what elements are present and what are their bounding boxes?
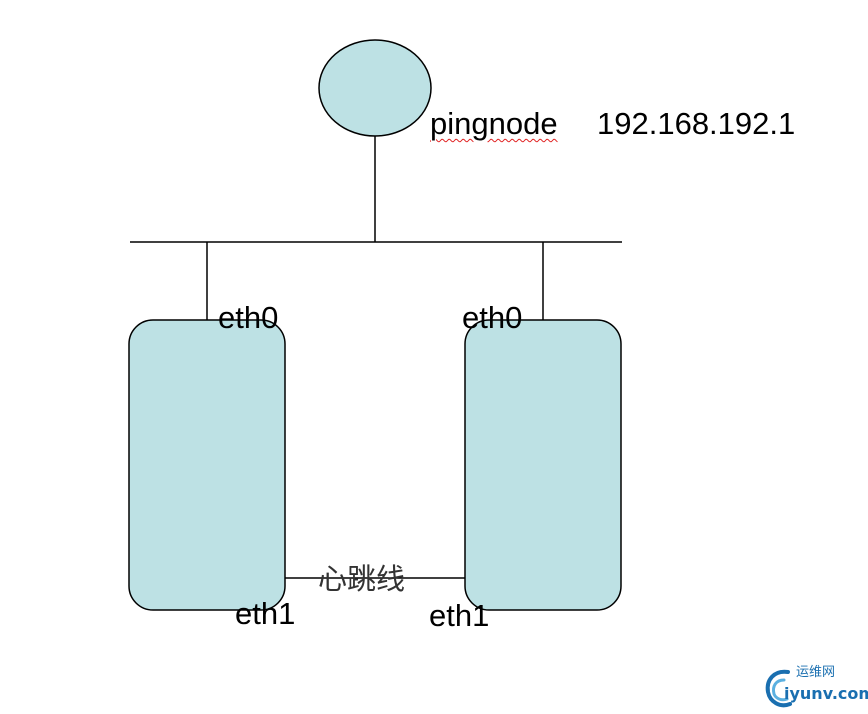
right-server-box [464,319,622,611]
right-server-eth1-label: eth1 [429,598,490,633]
left-server-eth0-label: eth0 [218,300,279,335]
left-server-box [128,319,286,611]
watermark-domain: iyunv.com [784,684,868,703]
ping-node-ellipse [318,39,432,137]
ping-node-name-label: pingnode [430,106,558,141]
heartbeat-label: 心跳线 [318,562,406,596]
watermark-logo: 运维网 iyunv.com [762,664,868,710]
left-server-eth1-label: eth1 [235,596,296,631]
watermark-swirl-icon [765,669,792,708]
watermark-site-name: 运维网 [796,665,836,680]
ping-node-ip-label: 192.168.192.1 [597,106,796,141]
right-server-eth0-label: eth0 [462,300,523,335]
